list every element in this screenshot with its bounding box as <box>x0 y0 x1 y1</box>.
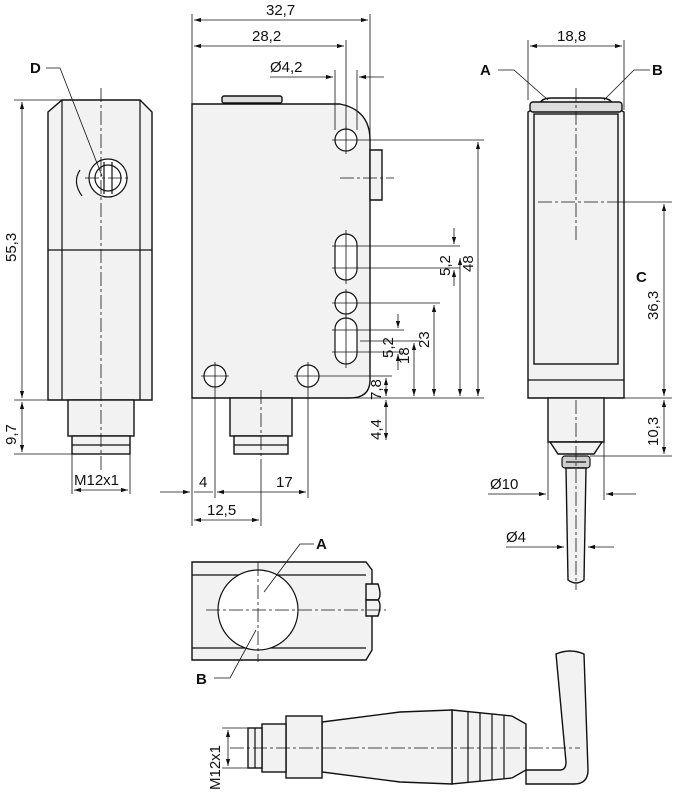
dim-offset-17: 17 <box>276 474 293 491</box>
dim-cable-diameter: Ø4 <box>506 529 526 546</box>
label-d: D <box>30 60 41 77</box>
dim-height-4-4: 4,4 <box>368 419 385 440</box>
label-a-top: A <box>316 536 327 553</box>
dim-front-width: 18,8 <box>557 28 586 45</box>
dim-offset-4: 4 <box>199 474 207 491</box>
dim-connector-height-left: 9,7 <box>3 424 20 445</box>
dim-thread-left: M12x1 <box>74 472 119 489</box>
top-view: A B <box>191 536 386 688</box>
label-a-front: A <box>480 62 491 79</box>
left-side-view: D 55,3 9,7 M12x1 <box>3 60 153 494</box>
dim-slot-lower: 5,2 <box>380 337 397 358</box>
dim-front-height: 36,3 <box>645 291 662 320</box>
dim-height-48: 48 <box>460 255 477 272</box>
dim-thread-bottom: M12x1 <box>207 745 224 790</box>
dim-height-7-8: 7,8 <box>368 379 385 400</box>
dim-height-18: 18 <box>396 347 413 364</box>
dim-overall-width: 32,7 <box>266 2 295 19</box>
center-side-view: 32,7 28,2 Ø4,2 48 5,2 23 18 5,2 7,8 <box>160 2 484 526</box>
label-b-front: B <box>652 62 663 79</box>
front-view: A B 18,8 C 36,3 10,3 Ø10 Ø4 <box>480 28 672 590</box>
connector-cable-view: M12x1 <box>207 650 589 790</box>
dim-hole-diameter: Ø4,2 <box>270 59 303 76</box>
dim-slot-upper: 5,2 <box>437 255 454 276</box>
dim-offset-12-5: 12,5 <box>207 502 236 519</box>
dim-height-left: 55,3 <box>3 233 20 262</box>
dim-gland-diameter: Ø10 <box>490 476 518 493</box>
dim-height-23: 23 <box>416 331 433 348</box>
label-b-top: B <box>196 671 207 688</box>
label-c-front: C <box>636 269 647 286</box>
dim-cable-height: 10,3 <box>645 417 662 446</box>
dim-body-width: 28,2 <box>252 28 281 45</box>
